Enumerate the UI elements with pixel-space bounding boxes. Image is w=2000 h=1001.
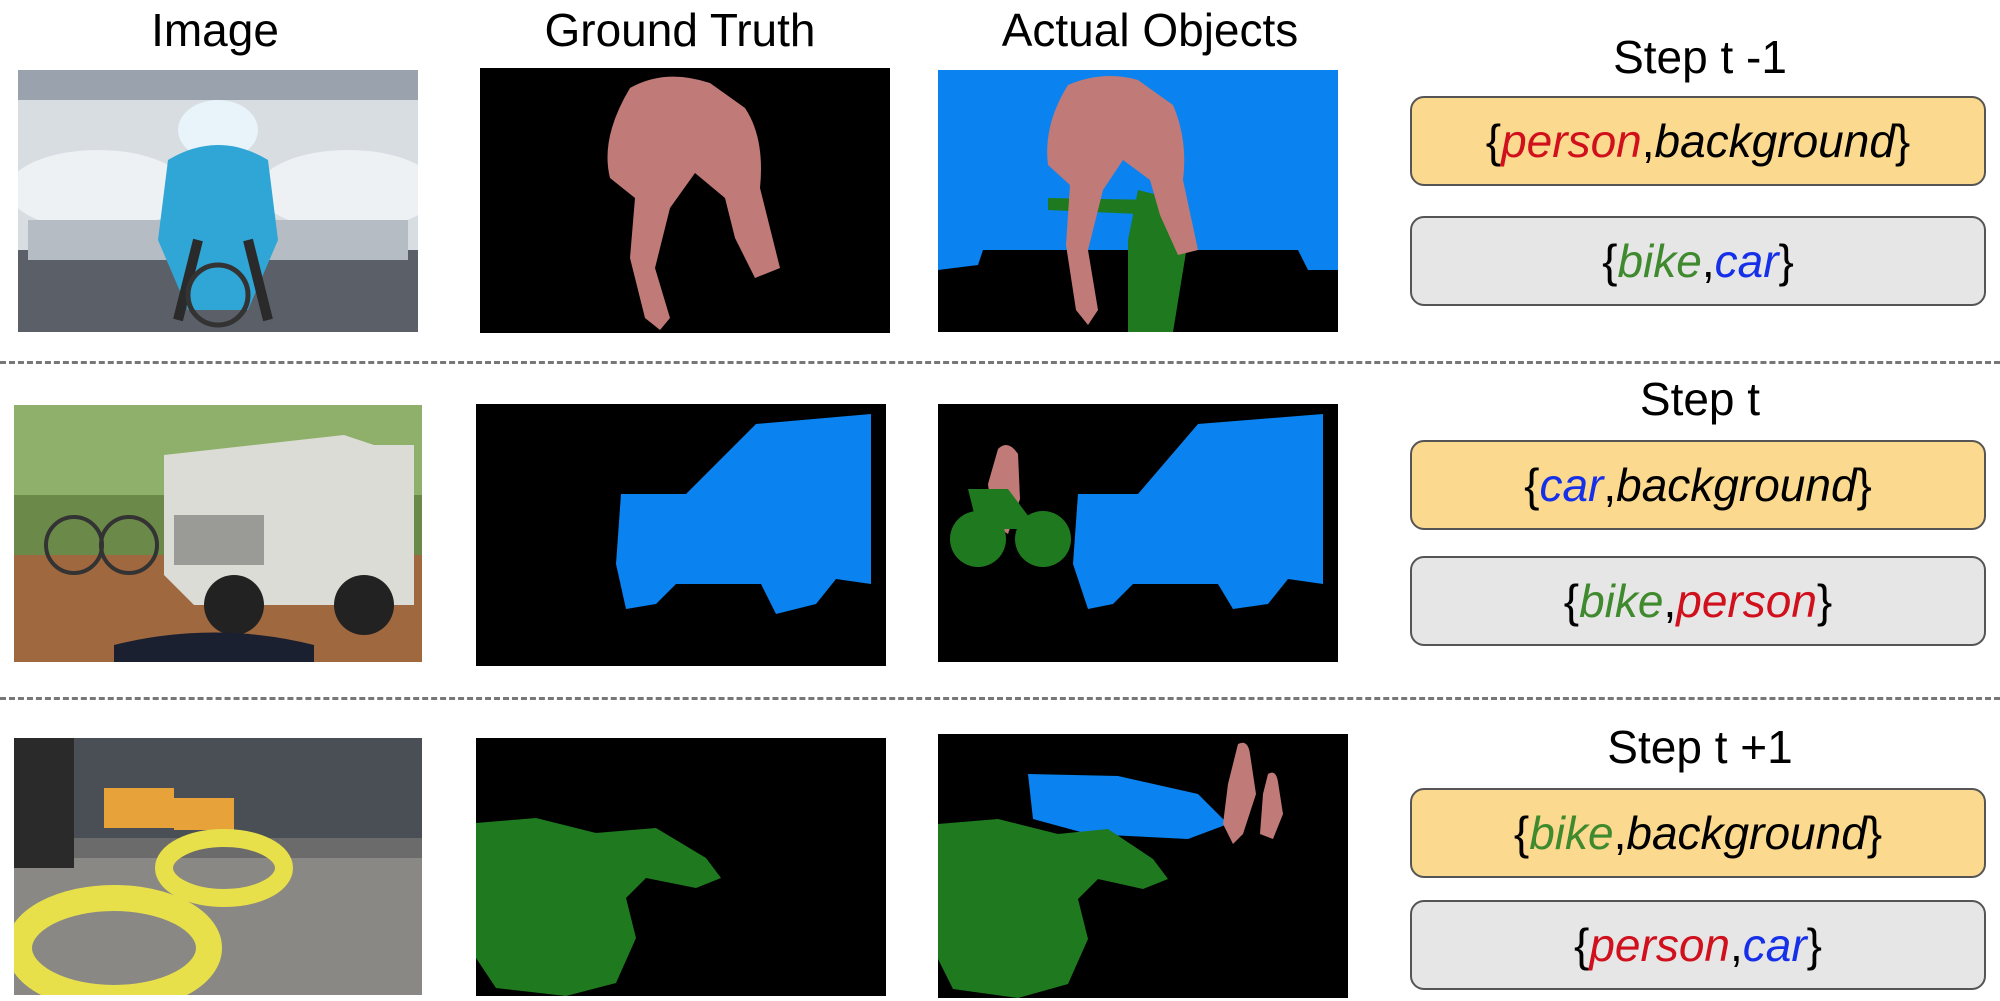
class-background: background [1654, 115, 1895, 167]
class-background: background [1626, 807, 1867, 859]
photo-yellow-bike [14, 738, 422, 995]
brace-open: { [1573, 919, 1590, 971]
class-person: person [1501, 115, 1642, 167]
actual-objects-mask-2 [938, 404, 1338, 662]
row-divider-1 [0, 361, 2000, 364]
actual-objects-mask-3 [938, 734, 1348, 998]
brace-open: { [1485, 115, 1502, 167]
brace-close: } [1806, 919, 1823, 971]
brace-close: } [1894, 115, 1911, 167]
brace-close: } [1778, 235, 1794, 287]
row-divider-2 [0, 697, 2000, 700]
other-classes-box-3: {person, car} [1410, 900, 1986, 990]
learned-classes-box-3: {bike, background} [1410, 788, 1986, 878]
ground-truth-mask-car [476, 404, 886, 666]
class-car: car [1742, 919, 1807, 971]
brace-close: } [1816, 575, 1833, 627]
class-background: background [1616, 459, 1857, 511]
photo-truck [14, 405, 422, 662]
brace-open: { [1602, 235, 1618, 287]
class-bike: bike [1617, 235, 1702, 287]
separator: , [1701, 235, 1715, 287]
step-title-2: Step t [1639, 373, 1761, 425]
separator: , [1729, 919, 1743, 971]
ground-truth-mask-person [480, 68, 890, 333]
separator: , [1613, 807, 1627, 859]
learned-classes-box-1: {person, background} [1410, 96, 1986, 186]
step-title-1: Step t -1 [1613, 31, 1787, 83]
header-actual-objects: Actual Objects [1001, 4, 1299, 56]
photo-cyclist [18, 70, 418, 332]
separator: , [1603, 459, 1617, 511]
header-ground-truth: Ground Truth [544, 4, 816, 56]
class-car: car [1539, 459, 1604, 511]
brace-close: } [1866, 807, 1883, 859]
other-classes-box-2: {bike, person} [1410, 556, 1986, 646]
class-bike: bike [1529, 807, 1614, 859]
brace-open: { [1524, 459, 1540, 511]
other-classes-box-1: {bike, car} [1410, 216, 1986, 306]
class-person: person [1589, 919, 1730, 971]
separator: , [1663, 575, 1677, 627]
class-car: car [1714, 235, 1779, 287]
brace-open: { [1563, 575, 1580, 627]
separator: , [1641, 115, 1655, 167]
header-image: Image [151, 4, 279, 56]
learned-classes-box-2: {car, background} [1410, 440, 1986, 530]
class-bike: bike [1579, 575, 1664, 627]
brace-close: } [1856, 459, 1872, 511]
step-title-3: Step t +1 [1607, 721, 1793, 773]
class-person: person [1676, 575, 1817, 627]
brace-open: { [1513, 807, 1530, 859]
ground-truth-mask-bike [476, 738, 886, 996]
actual-objects-mask-1 [938, 70, 1338, 332]
